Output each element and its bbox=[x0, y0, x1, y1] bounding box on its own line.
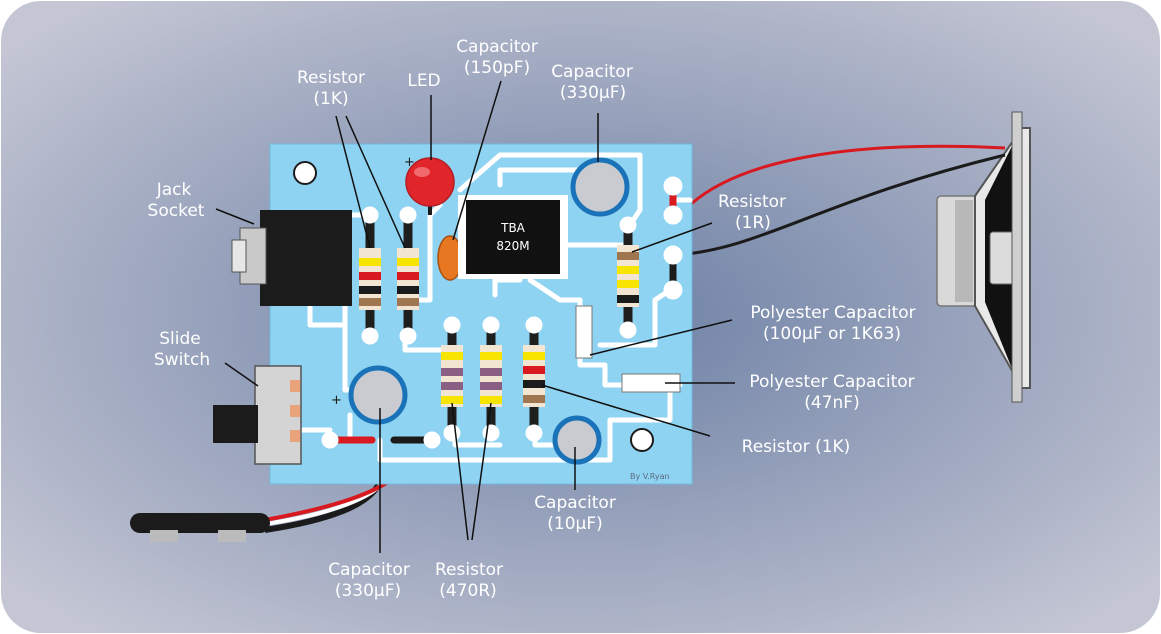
slide-switch bbox=[213, 365, 302, 465]
label-capacitor-150pf-1: Capacitor bbox=[456, 37, 538, 57]
led-plus-mark: + bbox=[404, 155, 415, 170]
loudspeaker bbox=[936, 111, 1031, 403]
label-resistor-1k-top-1: Resistor bbox=[297, 68, 365, 88]
leader-lines bbox=[215, 80, 735, 553]
jack-socket bbox=[231, 210, 352, 306]
label-resistor-470r-1: Resistor bbox=[435, 560, 503, 580]
label-capacitor-330uf-top-1: Capacitor bbox=[551, 62, 633, 82]
label-resistor-1r-1: Resistor bbox=[718, 192, 786, 212]
label-jack-socket-1: Jack bbox=[156, 180, 192, 200]
label-resistor-1k-right: Resistor (1K) bbox=[742, 437, 851, 457]
resistor-1k-bottom bbox=[523, 345, 545, 407]
label-capacitor-330uf-bottom-2: (330μF) bbox=[335, 581, 401, 601]
resistor-470r-b bbox=[480, 345, 502, 407]
label-polyester-100-1: Polyester Capacitor bbox=[750, 303, 915, 323]
resistor-1k-right bbox=[397, 248, 419, 310]
polyester-capacitor-100 bbox=[575, 305, 593, 359]
label-resistor-470r-2: (470R) bbox=[439, 581, 497, 601]
label-capacitor-150pf-2: (150pF) bbox=[464, 58, 530, 78]
capacitor-10uf bbox=[552, 415, 602, 465]
label-resistor-1k-top-2: (1K) bbox=[313, 89, 348, 109]
ic-chip-tba820m: TBA 820M bbox=[458, 195, 568, 279]
jack-minus-mark: - bbox=[330, 207, 335, 222]
speaker-wire-black bbox=[674, 153, 1006, 257]
capacitor-plus-mark: + bbox=[331, 393, 342, 408]
mounting-hole-top-left bbox=[293, 161, 317, 185]
speaker-wire-red bbox=[688, 144, 1006, 207]
resistor-1r bbox=[617, 245, 639, 307]
chip-line2: 820M bbox=[496, 239, 529, 253]
label-resistor-1r-2: (1R) bbox=[735, 213, 771, 233]
capacitor-330uf-bottom bbox=[348, 365, 408, 425]
label-capacitor-330uf-bottom-1: Capacitor bbox=[328, 560, 410, 580]
label-slide-switch-2: Switch bbox=[154, 350, 210, 370]
resistor-1k-left bbox=[359, 248, 381, 310]
label-polyester-47nf-1: Polyester Capacitor bbox=[749, 372, 914, 392]
label-capacitor-10uf-1: Capacitor bbox=[534, 493, 616, 513]
label-jack-socket-2: Socket bbox=[148, 201, 205, 221]
label-capacitor-10uf-2: (10μF) bbox=[547, 514, 603, 534]
capacitor-330uf-top bbox=[570, 157, 630, 217]
mounting-hole-bottom-right bbox=[630, 428, 654, 452]
label-polyester-100-2: (100μF or 1K63) bbox=[763, 324, 901, 344]
label-capacitor-330uf-top-2: (330μF) bbox=[560, 83, 626, 103]
label-slide-switch-1: Slide bbox=[159, 329, 201, 349]
led bbox=[405, 157, 455, 215]
resistor-470r-a bbox=[441, 345, 463, 407]
pcb-pads bbox=[321, 176, 683, 449]
chip-line1: TBA bbox=[500, 221, 526, 235]
label-led: LED bbox=[407, 71, 440, 91]
label-polyester-47nf-2: (47nF) bbox=[804, 393, 859, 413]
credit-text: By V.Ryan bbox=[630, 472, 670, 481]
